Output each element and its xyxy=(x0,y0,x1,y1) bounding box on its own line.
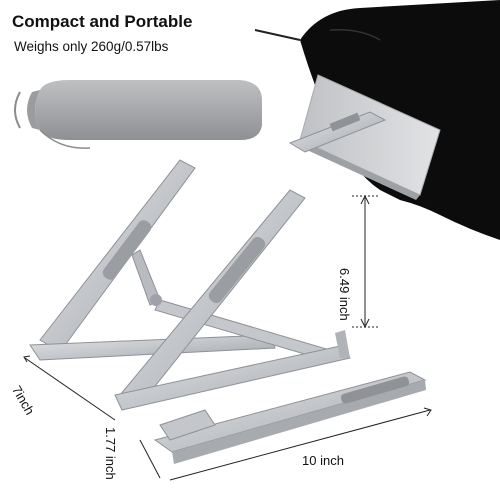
weight-caption: Weighs only 260g/0.57lbs xyxy=(14,39,169,54)
width-label: 10 inch xyxy=(302,453,344,468)
folded-stand-in-bag xyxy=(288,111,387,153)
height-dimension-line xyxy=(352,194,378,329)
headline: Compact and Portable xyxy=(12,12,193,31)
depth-dimension-line xyxy=(23,355,116,421)
thickness-label: 1.77 inch xyxy=(103,427,118,480)
storage-pouch xyxy=(14,80,262,149)
laptop xyxy=(296,74,441,200)
width-dimension-line xyxy=(169,407,432,481)
laptop-stand-open xyxy=(29,159,351,411)
height-label: 6.49 inch xyxy=(337,268,352,321)
thickness-dimension-line xyxy=(139,439,161,479)
laptop-stand-folded xyxy=(153,371,427,464)
